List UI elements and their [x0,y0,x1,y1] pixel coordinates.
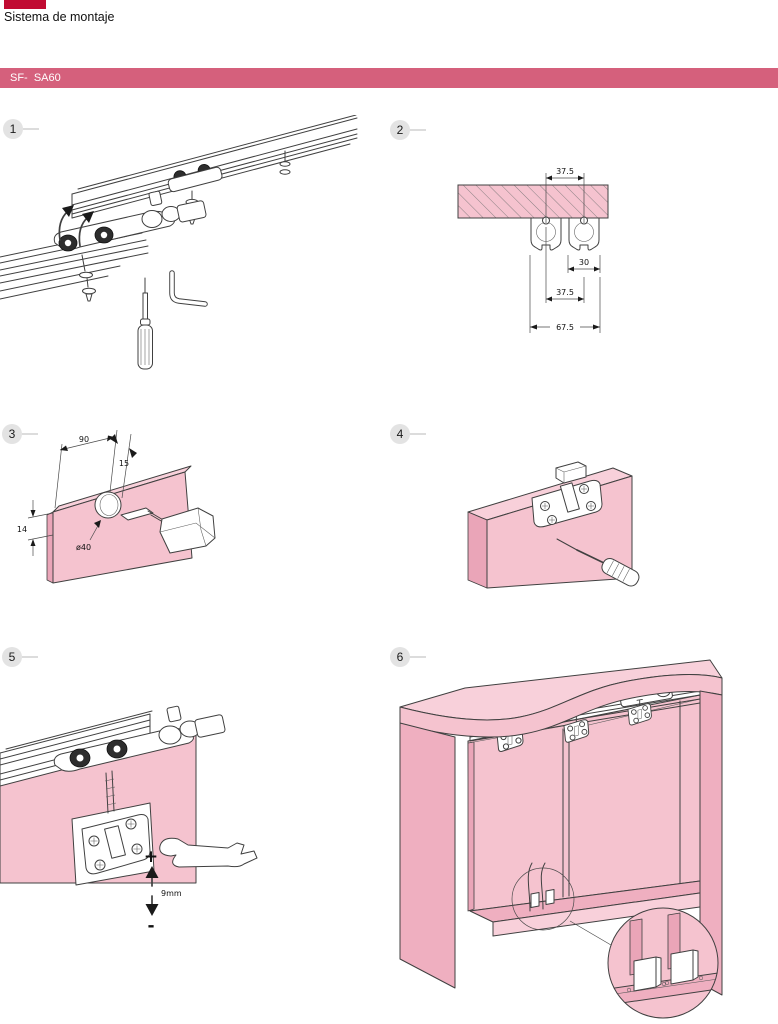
badge-line [410,656,426,658]
step-number: 1 [3,119,23,139]
adjustment-indicator: + 9mm - [144,847,182,936]
screwdriver-icon [556,538,640,587]
allen-key-icon [169,270,208,307]
dimension-top-spacing: 37.5 [545,167,585,223]
screw-on-upper-track [279,150,291,175]
hook-in-arrows [58,205,94,247]
figure-step2-mounting-dimensions: 37.5 30 37.5 67.5 [380,115,778,350]
figure-step5-height-adjustment: + 9mm - [0,643,310,943]
dimension-total-width: 67.5 [529,255,601,333]
cabinet-right-panel [699,690,723,996]
dimension-track-width: 30 [567,255,601,273]
screwdriver-icon [137,277,153,370]
product-banner: SF- SA60 [0,68,778,88]
badge-line [23,128,39,130]
cup-hole [94,491,122,519]
page-title: Sistema de montaje [4,10,115,24]
cabinet-left-panel [399,722,456,989]
dim-label: ø40 [76,543,91,552]
badge-line [410,129,426,131]
dimension-hole-diameter: ø40 [76,520,101,552]
cabinet-top-panel [399,659,723,738]
mounting-bracket [531,461,603,528]
figure-step3-hole-drilling: 90 15 14 ø40 [0,420,310,625]
badge-line [410,433,426,435]
track-profile-left [530,216,562,251]
carriage-being-inserted [53,190,207,302]
roller-carriage [53,705,226,772]
step-badge-3: 3 [2,424,38,444]
step-number: 4 [390,424,410,444]
step-number: 2 [390,120,410,140]
upper-double-track [71,115,358,219]
plus-label: + [144,847,158,867]
minus-label: - [147,916,154,936]
step-number: 6 [390,647,410,667]
brand-logo [4,0,46,9]
figure-step1-track-assembly [0,115,360,370]
step-number: 5 [2,647,22,667]
adjustment-screw [104,770,117,814]
figure-step6-finished-cabinet [380,643,778,1024]
dim-label: 37.5 [556,167,574,176]
dim-label: 15 [119,459,129,468]
detail-connector-line [569,920,612,946]
floor-guide-detail-circle [607,907,719,1019]
step-badge-1: 1 [3,119,39,139]
ceiling-cross-section [457,184,609,219]
door-panel [46,465,193,584]
step-badge-5: 5 [2,647,38,667]
step-number: 3 [2,424,22,444]
dimension-depth: 14 [17,500,54,556]
hanging-bracket [81,814,151,875]
dim-label: 37.5 [556,288,574,297]
product-code-label: SF- SA60 [10,72,61,84]
wrench-icon [159,837,258,868]
door-bottom-cutout [511,862,575,931]
track-profile-right [568,216,600,251]
figure-step4-bracket-mounting [380,420,700,625]
dimension-center-spacing: 37.5 [545,227,585,303]
dim-label: 67.5 [556,323,574,332]
step-badge-2: 2 [390,120,426,140]
router-tool-icon [120,507,216,554]
dimension-offset: 15 [110,433,137,499]
step-badge-6: 6 [390,647,426,667]
cabinet-doors [467,694,701,912]
travel-label: 9mm [161,889,182,898]
badge-line [22,656,38,658]
dim-label: 14 [17,525,27,534]
dim-label: 90 [79,435,89,444]
step-badge-4: 4 [390,424,426,444]
dim-label: 30 [579,258,589,267]
badge-line [22,433,38,435]
